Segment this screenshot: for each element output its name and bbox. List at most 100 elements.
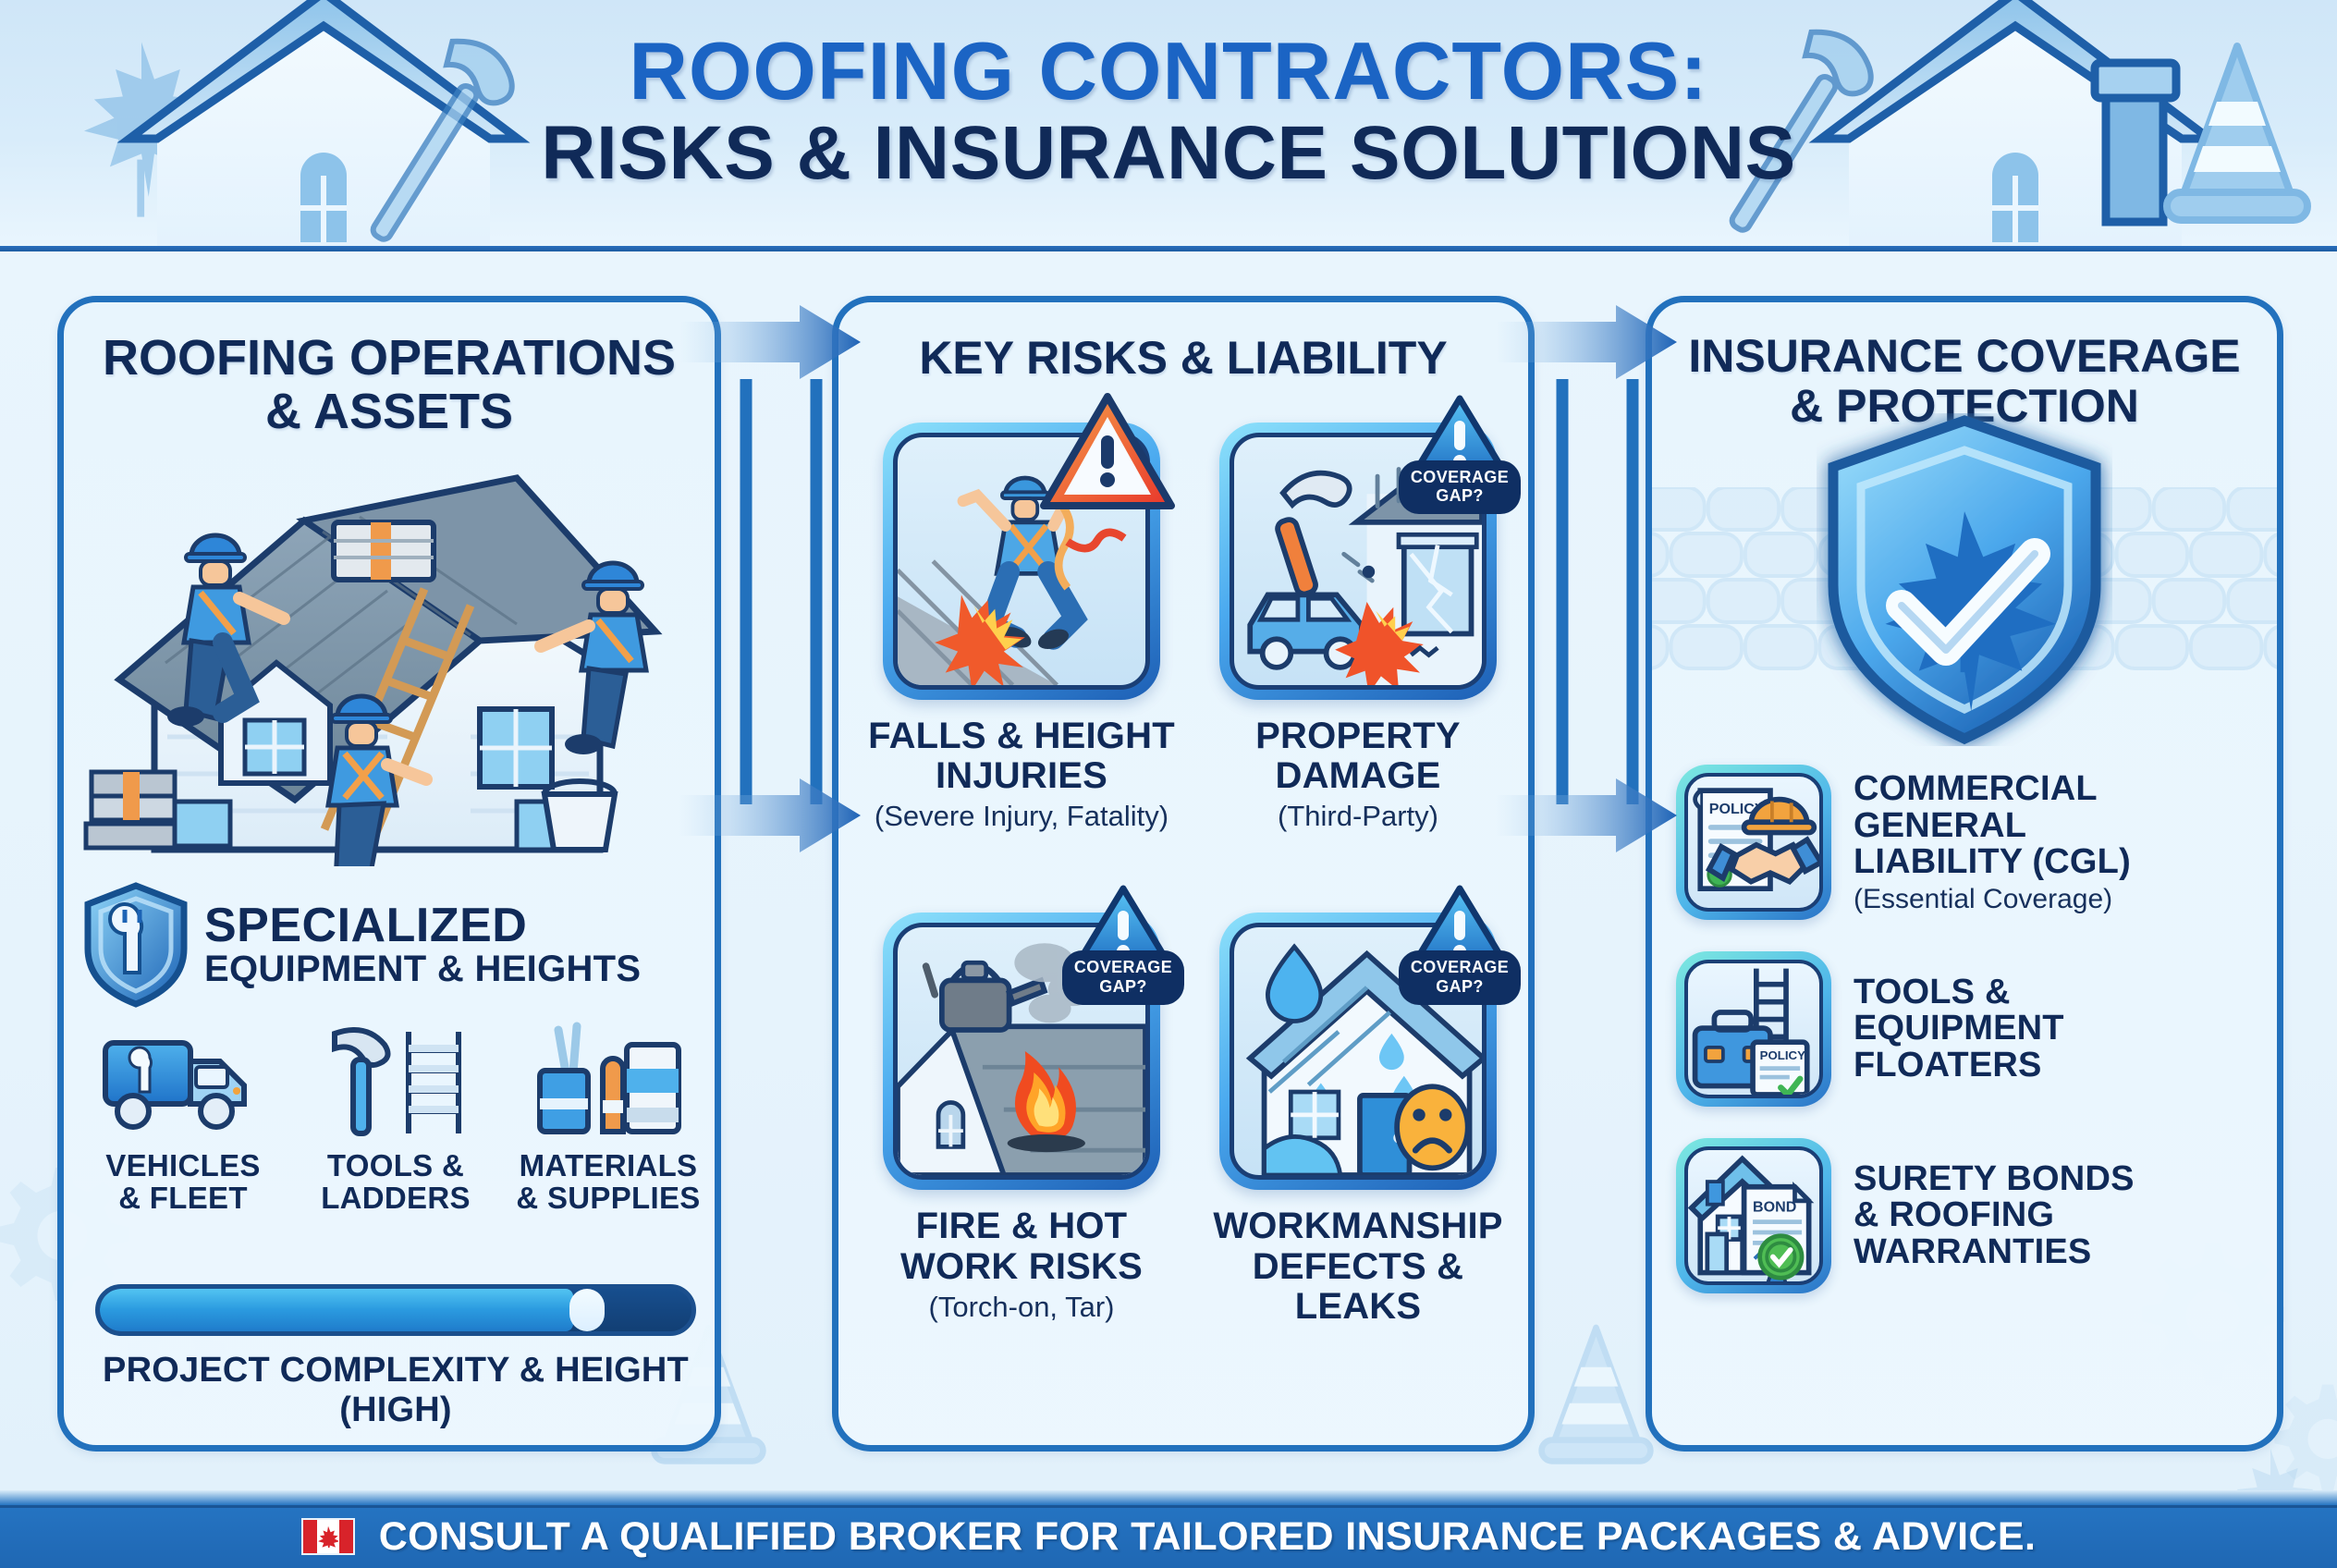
- asset-label-line2: LADDERS: [321, 1180, 471, 1215]
- asset-tools-ladders[interactable]: TOOLS & LADDERS: [299, 1019, 493, 1215]
- coverage-title-line3: LIABILITY (CGL): [1854, 842, 2131, 882]
- arrow-middle-to-right-top: [1496, 305, 1677, 379]
- policy-helmet-handshake-icon: POLICY: [1684, 773, 1823, 912]
- project-complexity-meter: PROJECT COMPLEXITY & HEIGHT (HIGH): [95, 1284, 696, 1430]
- specialized-line2: EQUIPMENT & HEIGHTS: [204, 949, 642, 990]
- assets-row: VEHICLES & FLEET: [77, 1019, 715, 1215]
- coverage-icon-frame: BOND: [1676, 1138, 1831, 1293]
- coverage-gap-badge: COVERAGE GAP?: [1399, 395, 1521, 515]
- asset-label: MATERIALS & SUPPLIES: [511, 1149, 705, 1215]
- risk-card-image: [893, 923, 1150, 1181]
- panel-roofing-operations: ROOFING OPERATIONS & ASSETS: [57, 296, 721, 1452]
- panel-key-risks: KEY RISKS & LIABILITY: [832, 296, 1535, 1452]
- page-title: ROOFING CONTRACTORS: RISKS & INSURANCE S…: [0, 25, 2337, 195]
- footer-bar: CONSULT A QUALIFIED BROKER FOR TAILORED …: [0, 1505, 2337, 1568]
- specialized-equipment-row: SPECIALIZED EQUIPMENT & HEIGHTS: [80, 882, 718, 1008]
- flag-center: [316, 1520, 339, 1553]
- asset-icon-wrap: [299, 1019, 493, 1139]
- traffic-cone-icon: [1538, 1324, 1654, 1464]
- risk-card-fire[interactable]: COVERAGE GAP? FIRE & HOT WORK RISKS (Tor…: [864, 885, 1184, 1327]
- coverage-gap-badge: COVERAGE GAP?: [1062, 885, 1184, 1005]
- roof-fire-torch-icon: [898, 943, 1145, 1176]
- meter-track[interactable]: [95, 1284, 696, 1336]
- coverage-title-line1: COMMERCIAL: [1854, 769, 2098, 809]
- risk-card-frame: COVERAGE GAP?: [1219, 885, 1521, 1191]
- asset-label-line1: VEHICLES: [105, 1148, 261, 1182]
- coverage-gap-pill: COVERAGE GAP?: [1399, 460, 1521, 515]
- risk-label: PROPERTY DAMAGE (Third-Party): [1201, 716, 1515, 833]
- risk-card-frame: COVERAGE GAP?: [1219, 395, 1521, 700]
- truck-wrench-icon: [103, 1040, 247, 1130]
- risk-subtitle: (Third-Party): [1278, 800, 1438, 833]
- risk-card-property-damage[interactable]: COVERAGE GAP? PROPERTY DAMAGE (Third-Par…: [1201, 395, 1521, 833]
- impact-burst-icon: [935, 594, 1025, 685]
- risk-card-falls[interactable]: FALLS & HEIGHT INJURIES (Severe Injury, …: [864, 393, 1179, 833]
- gear-icon: [2274, 1384, 2337, 1491]
- arrow-middle-to-right-bottom: [1496, 778, 1677, 852]
- panel-insurance-coverage: INSURANCE COVERAGE & PROTECTION: [1646, 296, 2283, 1452]
- asset-label-line1: TOOLS &: [326, 1148, 465, 1182]
- hammer-ladder-icon: [332, 1027, 461, 1136]
- panel-right-title-line1: INSURANCE COVERAGE: [1688, 330, 2241, 382]
- coverage-list: POLICY: [1676, 765, 2268, 1325]
- panel-left-title: ROOFING OPERATIONS & ASSETS: [64, 331, 715, 439]
- meter-knob[interactable]: [569, 1289, 605, 1331]
- title-line-1: ROOFING CONTRACTORS:: [629, 25, 1708, 116]
- coverage-icon-frame: POLICY: [1676, 951, 1831, 1107]
- warning-triangle-icon: [1040, 393, 1175, 509]
- impact-burst-icon: [1335, 602, 1424, 685]
- shield-maple-leaf-check-icon: [1828, 415, 2101, 745]
- risk-card-workmanship[interactable]: COVERAGE GAP? WORKMANSHIP DEFECTS & LEAK…: [1201, 885, 1521, 1327]
- coverage-gap-pill: COVERAGE GAP?: [1399, 950, 1521, 1005]
- risk-title-line3: LEAKS: [1294, 1285, 1422, 1327]
- policy-label: POLICY: [1760, 1048, 1805, 1062]
- asset-label-line2: & FLEET: [118, 1180, 248, 1215]
- flag-right-bar: [338, 1520, 353, 1553]
- risk-label: FIRE & HOT WORK RISKS (Torch-on, Tar): [864, 1207, 1179, 1323]
- house-bond-certificate-icon: BOND: [1684, 1146, 1823, 1285]
- risk-label: FALLS & HEIGHT INJURIES (Severe Injury, …: [864, 716, 1179, 833]
- risk-row-bottom: COVERAGE GAP? FIRE & HOT WORK RISKS (Tor…: [864, 885, 1521, 1327]
- water-drop-icon: [1265, 943, 1324, 1024]
- bucket-icon: [541, 778, 618, 852]
- coverage-title-line1: TOOLS &: [1854, 972, 2011, 1011]
- coverage-item-cgl[interactable]: POLICY: [1676, 765, 2268, 920]
- asset-label: TOOLS & LADDERS: [299, 1148, 493, 1215]
- risk-subtitle: (Torch-on, Tar): [928, 1290, 1115, 1323]
- worker-icon: [167, 533, 290, 727]
- footer-top-strip: [0, 1490, 2337, 1505]
- policy-label: POLICY: [1709, 801, 1765, 817]
- worker-icon: [534, 560, 649, 754]
- shield-wrench-icon: [84, 882, 188, 1008]
- coverage-item-surety-bonds[interactable]: BOND: [1676, 1138, 2268, 1293]
- risk-title-line1: PROPERTY: [1255, 716, 1461, 756]
- hammer-icon: [1275, 470, 1352, 597]
- policy-doc-icon: POLICY: [1750, 1039, 1810, 1095]
- coverage-title-line3: WARRANTIES: [1854, 1231, 2092, 1271]
- coverage-item-tools-floaters[interactable]: POLICY TOOLS & EQUIPMENT FLOATERS: [1676, 951, 2268, 1107]
- maple-leaf-icon: [317, 1525, 338, 1548]
- leaking-house-sad-face-icon: [1245, 943, 1482, 1176]
- flow-arrows-2: [1496, 305, 1677, 852]
- asset-vehicles-fleet[interactable]: VEHICLES & FLEET: [86, 1019, 280, 1215]
- gap-line1: COVERAGE: [1410, 468, 1510, 486]
- title-line-2: RISKS & INSURANCE SOLUTIONS: [541, 110, 1796, 195]
- risk-title-line2: DAMAGE: [1275, 755, 1441, 797]
- flow-arrows: [679, 305, 861, 852]
- asset-materials-supplies[interactable]: MATERIALS & SUPPLIES: [511, 1019, 705, 1215]
- sad-face-icon: [1394, 1084, 1471, 1171]
- gap-line1: COVERAGE: [1410, 958, 1510, 977]
- toolbox-ladder-policy-icon: POLICY: [1684, 960, 1823, 1098]
- header-banner: ROOFING CONTRACTORS: RISKS & INSURANCE S…: [0, 0, 2337, 251]
- risk-label: WORKMANSHIP DEFECTS & LEAKS: [1201, 1207, 1515, 1327]
- risk-title-line1: FIRE & HOT: [915, 1206, 1128, 1247]
- gap-line2: GAP?: [1436, 976, 1484, 996]
- canada-flag-icon: [300, 1518, 355, 1555]
- seal-ribbon-icon: [1757, 1233, 1805, 1281]
- risk-title-line2: INJURIES: [935, 755, 1108, 797]
- flame-icon: [1014, 1051, 1076, 1141]
- meter-fill: [100, 1289, 573, 1331]
- coverage-gap-badge: COVERAGE GAP?: [1399, 885, 1521, 1005]
- header-divider: [0, 246, 2337, 251]
- asset-label-line2: & SUPPLIES: [516, 1180, 701, 1215]
